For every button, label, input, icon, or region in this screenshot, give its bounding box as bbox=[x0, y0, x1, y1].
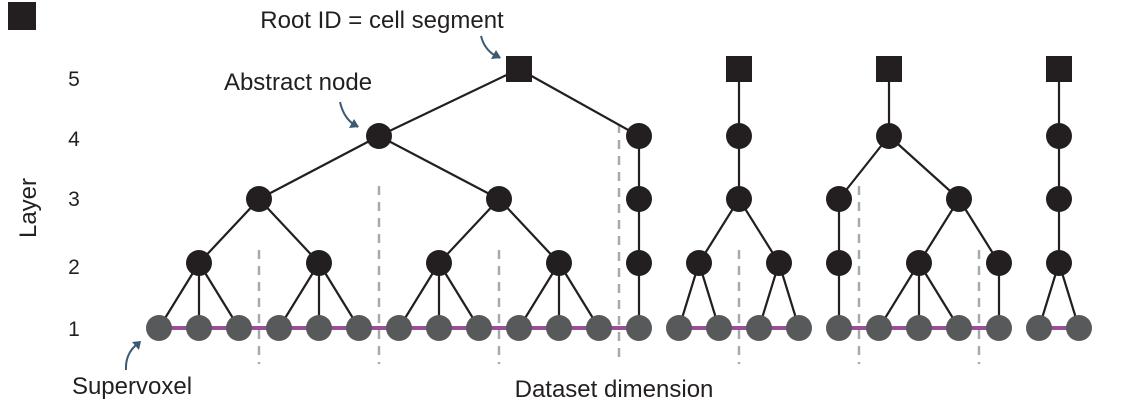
supervoxel-node bbox=[946, 315, 972, 341]
layer-tick-1: 1 bbox=[68, 318, 80, 341]
abstract-node bbox=[946, 186, 972, 212]
supervoxel-node bbox=[226, 315, 252, 341]
supervoxel-arrow bbox=[124, 341, 141, 371]
corner-marker bbox=[8, 2, 36, 30]
tree-edge bbox=[498, 198, 560, 264]
abstract-node-annotation: Abstract node bbox=[224, 69, 372, 96]
supervoxel-node bbox=[186, 315, 212, 341]
supervoxel-node bbox=[386, 315, 412, 341]
supervoxel-node bbox=[266, 315, 292, 341]
supervoxel-node bbox=[1066, 315, 1092, 341]
abstract-node bbox=[626, 186, 652, 212]
supervoxel-node bbox=[546, 315, 572, 341]
abstract-node bbox=[826, 250, 852, 276]
abstract-node bbox=[876, 123, 902, 149]
supervoxel-node bbox=[346, 315, 372, 341]
tree-edge bbox=[888, 135, 960, 200]
abstract-node bbox=[1046, 186, 1072, 212]
supervoxel-node bbox=[146, 315, 172, 341]
root-node bbox=[1046, 56, 1072, 82]
supervoxel-node bbox=[826, 315, 852, 341]
layer-tick-3: 3 bbox=[68, 188, 80, 211]
supervoxel-node bbox=[786, 315, 812, 341]
abstract-node bbox=[426, 250, 452, 276]
tree-edge bbox=[198, 198, 260, 264]
abstract-node bbox=[1046, 123, 1072, 149]
abstract-node bbox=[186, 250, 212, 276]
supervoxel-annotation: Supervoxel bbox=[72, 373, 192, 400]
abstract-node bbox=[826, 186, 852, 212]
abstract-node bbox=[726, 123, 752, 149]
abstract-node bbox=[626, 123, 652, 149]
layer-tick-5: 5 bbox=[68, 68, 80, 91]
abstract-node bbox=[546, 250, 572, 276]
supervoxel-node bbox=[666, 315, 692, 341]
supervoxel-node bbox=[986, 315, 1012, 341]
supervoxel-node bbox=[626, 315, 652, 341]
layer-tick-4: 4 bbox=[68, 128, 80, 151]
root-arrow bbox=[480, 35, 501, 59]
root-node bbox=[726, 56, 752, 82]
tree-edge bbox=[258, 135, 380, 200]
tree-edge bbox=[378, 135, 500, 200]
tree-edge bbox=[518, 68, 640, 137]
tree-edge bbox=[378, 68, 520, 137]
supervoxel-node bbox=[586, 315, 612, 341]
supervoxel-node bbox=[706, 315, 732, 341]
layer-tick-2: 2 bbox=[68, 256, 80, 279]
supervoxel-node bbox=[746, 315, 772, 341]
abstract-node bbox=[486, 186, 512, 212]
root-id-annotation: Root ID = cell segment bbox=[260, 7, 504, 34]
abstract-node bbox=[766, 250, 792, 276]
tree-edge bbox=[438, 198, 500, 264]
root-node bbox=[876, 56, 902, 82]
supervoxel-node bbox=[466, 315, 492, 341]
abstract-node bbox=[986, 250, 1012, 276]
abstract-arrow bbox=[339, 101, 359, 128]
chunk-dividers bbox=[257, 124, 981, 364]
supervoxel-node bbox=[306, 315, 332, 341]
root-node bbox=[506, 56, 532, 82]
supervoxel-node bbox=[906, 315, 932, 341]
abstract-node bbox=[306, 250, 332, 276]
supervoxel-node bbox=[426, 315, 452, 341]
supervoxel-node bbox=[866, 315, 892, 341]
abstract-node bbox=[366, 123, 392, 149]
abstract-node bbox=[686, 250, 712, 276]
tree-nodes bbox=[146, 56, 1092, 341]
abstract-node bbox=[246, 186, 272, 212]
abstract-node bbox=[906, 250, 932, 276]
abstract-node bbox=[1046, 250, 1072, 276]
tree-edge bbox=[258, 198, 320, 264]
layer-axis-label: Layer bbox=[15, 178, 42, 238]
supervoxel-node bbox=[1026, 315, 1052, 341]
abstract-node bbox=[626, 250, 652, 276]
dataset-dimension-label: Dataset dimension bbox=[515, 376, 714, 403]
tree-edge bbox=[838, 135, 890, 200]
supervoxel-node bbox=[506, 315, 532, 341]
abstract-node bbox=[726, 186, 752, 212]
